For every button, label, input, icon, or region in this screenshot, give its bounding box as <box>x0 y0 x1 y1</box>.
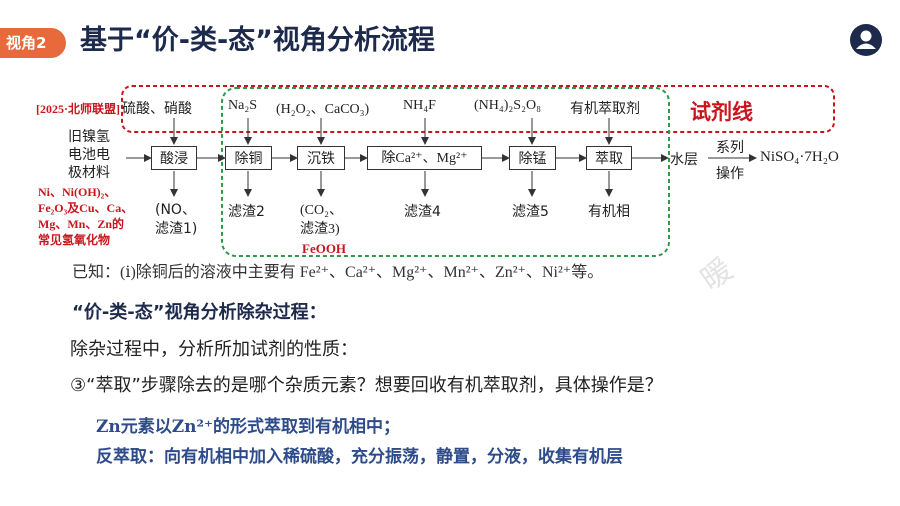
material-note-4: 常见氢氧化物 <box>38 233 111 247</box>
step-acid-leach: 酸浸 <box>151 146 197 170</box>
reagent-line-label: 试剂线 <box>690 100 753 124</box>
step-remove-ca-mg: 除Ca²⁺、Mg²⁺ <box>367 146 482 170</box>
reagent-fe: (H₂O₂、CaCO₃) <box>276 102 370 117</box>
residue-3-line-a: (CO₂、 <box>300 203 343 218</box>
product: NiSO₄·7H₂O <box>760 149 839 165</box>
reagent-ext: 有机萃取剂 <box>570 101 640 117</box>
raw-line-1: 旧镍氢 <box>68 129 110 145</box>
material-note: Ni、Ni(OH)₂、 Fe₂O₃及Cu、Ca、 Mg、Mn、Zn的 常见氢氧化… <box>38 184 133 248</box>
raw-line-2: 电池电 <box>68 147 110 163</box>
impurity-removal-box <box>221 87 670 257</box>
section-title: “价-类-态”视角分析除杂过程： <box>72 302 327 323</box>
step-remove-mn: 除锰 <box>509 146 556 170</box>
reagent-cu: Na₂S <box>228 98 257 113</box>
analysis-line: 除杂过程中，分析所加试剂的性质： <box>70 339 358 360</box>
step-remove-cu: 除铜 <box>225 146 272 170</box>
residue-3: (CO₂、 滤渣3) <box>300 201 343 239</box>
series-op-bottom: 操作 <box>716 166 744 182</box>
residue-2: 滤渣2 <box>228 204 265 220</box>
residue-1: (NO、 滤渣1) <box>155 201 197 239</box>
residue-3-line-b: 滤渣3) <box>300 222 340 237</box>
reagent-acid: 硫酸、硝酸 <box>122 101 192 117</box>
organic-phase: 有机相 <box>588 204 630 220</box>
step-extract: 萃取 <box>586 146 632 170</box>
material-note-2: Fe₂O₃及Cu、Ca、 <box>38 201 134 215</box>
residue-4: 滤渣4 <box>404 204 441 220</box>
feooh-label: FeOOH <box>302 241 347 256</box>
source-label: [2025·北师联盟] <box>36 102 120 116</box>
view-tag: 视角2 <box>0 28 66 58</box>
residue-1-line-b: 滤渣1) <box>155 221 198 237</box>
answer-line-2: 反萃取：向有机相中加入稀硫酸，充分振荡，静置，分液，收集有机层 <box>96 447 623 467</box>
user-avatar-icon[interactable] <box>850 24 882 56</box>
reagent-line-box <box>121 85 835 133</box>
question-3: ③“萃取”步骤除去的是哪个杂质元素？想要回收有机萃取剂，具体操作是？ <box>70 375 663 396</box>
raw-material: 旧镍氢 电池电 极材料 <box>68 128 110 182</box>
residue-5: 滤渣5 <box>512 204 549 220</box>
water-layer: 水层 <box>670 152 698 168</box>
reagent-mn: (NH₄)₂S₂O₈ <box>474 98 541 113</box>
material-note-1: Ni、Ni(OH)₂、 <box>38 185 117 199</box>
raw-line-3: 极材料 <box>68 165 110 181</box>
answer-line-1: Zn元素以Zn²⁺的形式萃取到有机相中； <box>96 417 400 437</box>
residue-1-line-a: (NO、 <box>155 202 196 218</box>
step-precip-fe: 沉铁 <box>297 146 345 170</box>
series-op-top: 系列 <box>716 140 744 156</box>
page-title: 基于“价-类-态”视角分析流程 <box>80 25 435 56</box>
known-condition: 已知：(ⅰ)除铜后的溶液中主要有 Fe²⁺、Ca²⁺、Mg²⁺、Mn²⁺、Zn²… <box>72 264 604 281</box>
material-note-3: Mg、Mn、Zn的 <box>38 217 125 231</box>
reagent-ca: NH₄F <box>403 98 436 113</box>
